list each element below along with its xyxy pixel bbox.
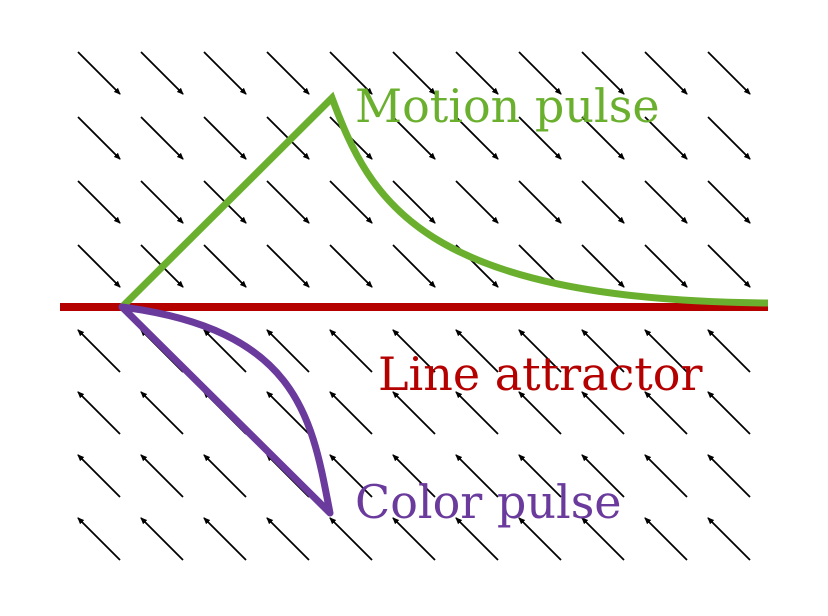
field-arrow bbox=[140, 180, 184, 224]
field-arrow bbox=[455, 180, 499, 224]
field-arrow bbox=[455, 116, 499, 160]
field-arrow bbox=[581, 454, 625, 498]
field-arrow bbox=[392, 180, 436, 224]
field-arrow bbox=[581, 391, 625, 435]
field-arrow bbox=[77, 329, 121, 373]
field-arrow bbox=[392, 454, 436, 498]
field-arrow bbox=[392, 116, 436, 160]
color-pulse-label: Color pulse bbox=[355, 475, 622, 529]
field-arrow bbox=[392, 51, 436, 95]
motion-pulse-label: Motion pulse bbox=[355, 79, 660, 133]
field-arrow bbox=[644, 180, 688, 224]
field-arrow bbox=[707, 329, 751, 373]
field-arrow bbox=[203, 517, 247, 561]
field-arrow bbox=[518, 391, 562, 435]
field-arrow bbox=[644, 51, 688, 95]
field-arrow bbox=[77, 517, 121, 561]
field-arrow bbox=[581, 51, 625, 95]
field-arrow bbox=[77, 116, 121, 160]
field-arrow bbox=[455, 329, 499, 373]
field-arrow bbox=[707, 116, 751, 160]
vector-field-lower bbox=[77, 329, 751, 561]
field-arrow bbox=[266, 329, 310, 373]
field-arrow bbox=[329, 454, 373, 498]
field-arrow bbox=[203, 116, 247, 160]
field-arrow bbox=[203, 244, 247, 288]
field-arrow bbox=[329, 329, 373, 373]
field-arrow bbox=[581, 517, 625, 561]
field-arrow bbox=[266, 51, 310, 95]
field-arrow bbox=[518, 517, 562, 561]
field-arrow bbox=[77, 51, 121, 95]
field-arrow bbox=[140, 391, 184, 435]
field-arrow bbox=[329, 180, 373, 224]
field-arrow bbox=[77, 244, 121, 288]
field-arrow bbox=[392, 517, 436, 561]
field-arrow bbox=[518, 51, 562, 95]
line-attractor-label: Line attractor bbox=[378, 347, 702, 401]
field-arrow bbox=[140, 454, 184, 498]
field-arrow bbox=[581, 116, 625, 160]
field-arrow bbox=[707, 391, 751, 435]
field-arrow bbox=[644, 329, 688, 373]
field-arrow bbox=[455, 391, 499, 435]
field-arrow bbox=[707, 51, 751, 95]
field-arrow bbox=[581, 329, 625, 373]
field-arrow bbox=[581, 180, 625, 224]
field-arrow bbox=[140, 116, 184, 160]
field-arrow bbox=[203, 329, 247, 373]
field-arrow bbox=[707, 454, 751, 498]
field-arrow bbox=[77, 180, 121, 224]
field-arrow bbox=[392, 391, 436, 435]
color-pulse-curve bbox=[118, 303, 334, 517]
field-arrow bbox=[707, 517, 751, 561]
field-arrow bbox=[455, 51, 499, 95]
field-arrow bbox=[392, 244, 436, 288]
field-arrow bbox=[644, 454, 688, 498]
field-arrow bbox=[644, 391, 688, 435]
field-arrow bbox=[518, 116, 562, 160]
field-arrow bbox=[203, 51, 247, 95]
field-arrow bbox=[455, 517, 499, 561]
field-arrow bbox=[140, 51, 184, 95]
field-arrow bbox=[77, 391, 121, 435]
field-arrow bbox=[644, 244, 688, 288]
field-arrow bbox=[266, 180, 310, 224]
motion-pulse-curve bbox=[119, 91, 769, 310]
field-arrow bbox=[329, 244, 373, 288]
field-arrow bbox=[266, 391, 310, 435]
field-arrow bbox=[518, 180, 562, 224]
field-arrow bbox=[77, 454, 121, 498]
field-arrow bbox=[644, 517, 688, 561]
field-arrow bbox=[644, 116, 688, 160]
field-arrow bbox=[581, 244, 625, 288]
field-arrow bbox=[140, 517, 184, 561]
field-arrow bbox=[392, 329, 436, 373]
field-arrow bbox=[518, 329, 562, 373]
field-arrow bbox=[266, 244, 310, 288]
field-arrow bbox=[329, 51, 373, 95]
field-arrow bbox=[329, 517, 373, 561]
field-arrow bbox=[707, 244, 751, 288]
field-arrow bbox=[266, 517, 310, 561]
field-arrow bbox=[455, 454, 499, 498]
field-arrow bbox=[518, 454, 562, 498]
field-arrow bbox=[707, 180, 751, 224]
field-arrow bbox=[329, 391, 373, 435]
field-arrow bbox=[203, 454, 247, 498]
